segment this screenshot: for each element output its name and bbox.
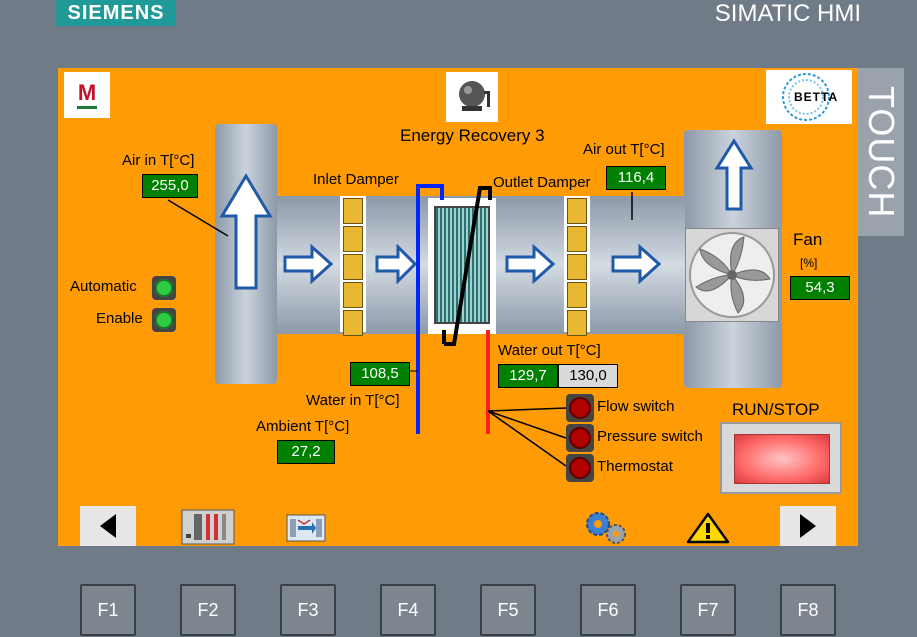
prev-screen-button[interactable]: [80, 506, 136, 546]
betta-logo-text: BETTA: [794, 90, 839, 104]
function-key-f5[interactable]: F5: [480, 584, 536, 636]
m-logo-letter: M: [77, 79, 97, 105]
next-screen-button[interactable]: [780, 506, 836, 546]
flow-right-arrow-icon-3: [505, 244, 556, 284]
water-out-value: 129,7: [498, 364, 558, 388]
water-pipes: [167, 184, 633, 467]
alarm-bell-icon[interactable]: [446, 72, 498, 122]
ambient-value: 27,2: [277, 440, 335, 464]
enable-label: Enable: [96, 310, 143, 327]
function-key-f7[interactable]: F7: [680, 584, 736, 636]
alarm-warning-button[interactable]: [686, 512, 730, 544]
water-in-value: 108,5: [350, 362, 410, 386]
trend-panel-button[interactable]: [180, 508, 236, 546]
fan-unit-label: [%]: [800, 256, 818, 270]
settings-button[interactable]: [580, 508, 634, 546]
function-key-f6[interactable]: F6: [580, 584, 636, 636]
fan-label: Fan: [793, 230, 823, 249]
flow-right-arrow-icon-4: [611, 244, 662, 284]
inlet-damper-label: Inlet Damper: [313, 171, 399, 188]
thermostat-indicator: [566, 454, 594, 482]
outlet-damper-label: Outlet Damper: [493, 174, 591, 191]
thermostat-label: Thermostat: [597, 458, 673, 475]
process-diagram-icon: [286, 514, 326, 542]
fan-icon[interactable]: [685, 228, 779, 322]
flow-right-arrow-icon-2: [375, 244, 418, 284]
automatic-label: Automatic: [70, 278, 137, 295]
heat-exchanger: [428, 198, 496, 334]
outlet-up-arrow-icon: [714, 138, 754, 211]
inlet-up-arrow-icon: [219, 173, 273, 290]
settings-gears-icon: [586, 512, 626, 544]
ambient-label: Ambient T[°C]: [256, 418, 350, 435]
simatic-hmi-label: SIMATIC HMI: [714, 0, 861, 27]
run-stop-lamp: [734, 434, 830, 484]
function-key-f4[interactable]: F4: [380, 584, 436, 636]
fan-value: 54,3: [790, 276, 850, 300]
flow-switch-label: Flow switch: [597, 398, 675, 415]
function-key-f2[interactable]: F2: [180, 584, 236, 636]
page-title: Energy Recovery 3: [400, 126, 545, 145]
function-key-f3[interactable]: F3: [280, 584, 336, 636]
hmi-screen: M BETTA Energy Recovery 3: [58, 68, 858, 546]
m-logo-underline: [77, 105, 97, 109]
process-diagram-button[interactable]: [286, 514, 326, 542]
outlet-damper[interactable]: [564, 196, 590, 336]
run-stop-label: RUN/STOP: [732, 400, 820, 419]
air-out-value: 116,4: [606, 166, 666, 190]
pressure-switch-indicator: [566, 424, 594, 452]
trend-panel-icon: [181, 509, 235, 545]
function-key-f1[interactable]: F1: [80, 584, 136, 636]
air-out-label: Air out T[°C]: [583, 141, 665, 158]
pressure-switch-label: Pressure switch: [597, 428, 703, 445]
enable-indicator: [152, 308, 176, 332]
water-out-setpoint-input[interactable]: 130,0: [558, 364, 618, 388]
run-stop-button[interactable]: [720, 422, 842, 494]
flow-right-arrow-icon-1: [283, 244, 334, 284]
m-logo: M: [64, 72, 110, 118]
function-key-f8[interactable]: F8: [780, 584, 836, 636]
inlet-damper[interactable]: [340, 196, 366, 336]
arrow-left-icon: [100, 514, 116, 538]
betta-logo: BETTA: [766, 70, 852, 124]
warning-icon: [686, 512, 730, 544]
touch-label: TOUCH: [858, 68, 904, 236]
arrow-right-icon: [800, 514, 816, 538]
water-out-label: Water out T[°C]: [498, 342, 601, 359]
flow-switch-indicator: [566, 394, 594, 422]
air-in-label: Air in T[°C]: [122, 152, 195, 169]
automatic-indicator: [152, 276, 176, 300]
siemens-logo: SIEMENS: [56, 0, 176, 26]
water-in-label: Water in T[°C]: [306, 392, 400, 409]
air-in-value: 255,0: [142, 174, 198, 198]
